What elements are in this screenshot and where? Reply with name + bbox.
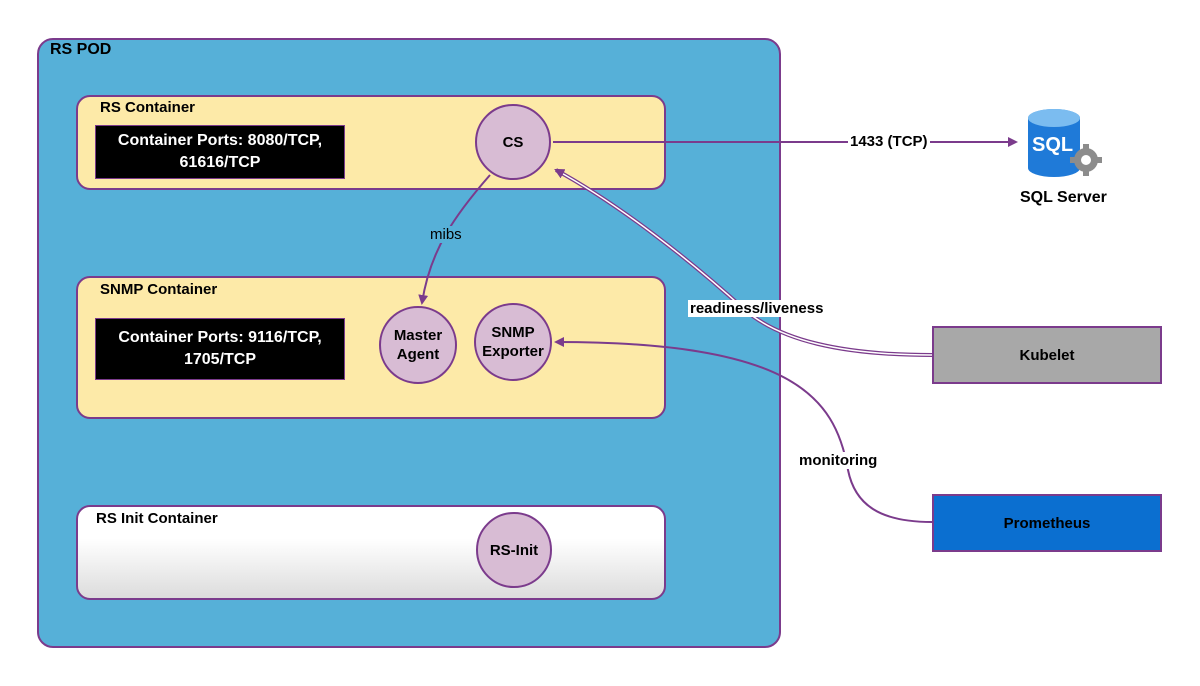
sql-icon-text: SQL — [1032, 134, 1074, 156]
cs-label: CS — [502, 133, 524, 151]
snmp-ports-line1: Container Ports: 9116/TCP, — [118, 329, 322, 346]
snmp-container-ports: Container Ports: 9116/TCP, 1705/TCP — [95, 318, 345, 380]
master-agent-line1: Master — [393, 327, 443, 344]
sql-server-label: SQL Server — [1020, 189, 1107, 206]
snmp-ports-line2: 1705/TCP — [183, 351, 257, 368]
pod-label: RS POD — [50, 41, 112, 58]
rs-ports-line2: 61616/TCP — [179, 154, 261, 171]
rs-ports-line1: Container Ports: 8080/TCP, — [117, 132, 323, 149]
kubelet-label: Kubelet — [1019, 346, 1075, 364]
exporter-line1: SNMP — [491, 324, 535, 341]
master-agent-line2: Agent — [396, 346, 440, 363]
cs-node[interactable]: CS — [475, 104, 551, 180]
rs-container-title: RS Container — [100, 99, 196, 116]
snmp-exporter-node[interactable]: SNMP Exporter — [474, 303, 552, 381]
prometheus-box[interactable]: Prometheus — [932, 494, 1162, 552]
edge-label-monitoring: monitoring — [797, 452, 880, 469]
edge-label-mibs: mibs — [428, 226, 464, 243]
master-agent-node[interactable]: Master Agent — [379, 306, 457, 384]
sql-server-icon[interactable]: SQL — [1020, 104, 1106, 184]
exporter-line2: Exporter — [482, 343, 544, 360]
rs-container-ports: Container Ports: 8080/TCP, 61616/TCP — [95, 125, 345, 179]
kubelet-box[interactable]: Kubelet — [932, 326, 1162, 384]
edge-label-sql: 1433 (TCP) — [848, 133, 930, 150]
rs-init-node[interactable]: RS-Init — [476, 512, 552, 588]
prometheus-label: Prometheus — [1003, 514, 1091, 532]
rs-init-label: RS-Init — [489, 541, 539, 559]
snmp-container-title: SNMP Container — [100, 281, 218, 298]
edge-label-readiness: readiness/liveness — [688, 300, 826, 317]
init-container-title: RS Init Container — [96, 510, 218, 527]
